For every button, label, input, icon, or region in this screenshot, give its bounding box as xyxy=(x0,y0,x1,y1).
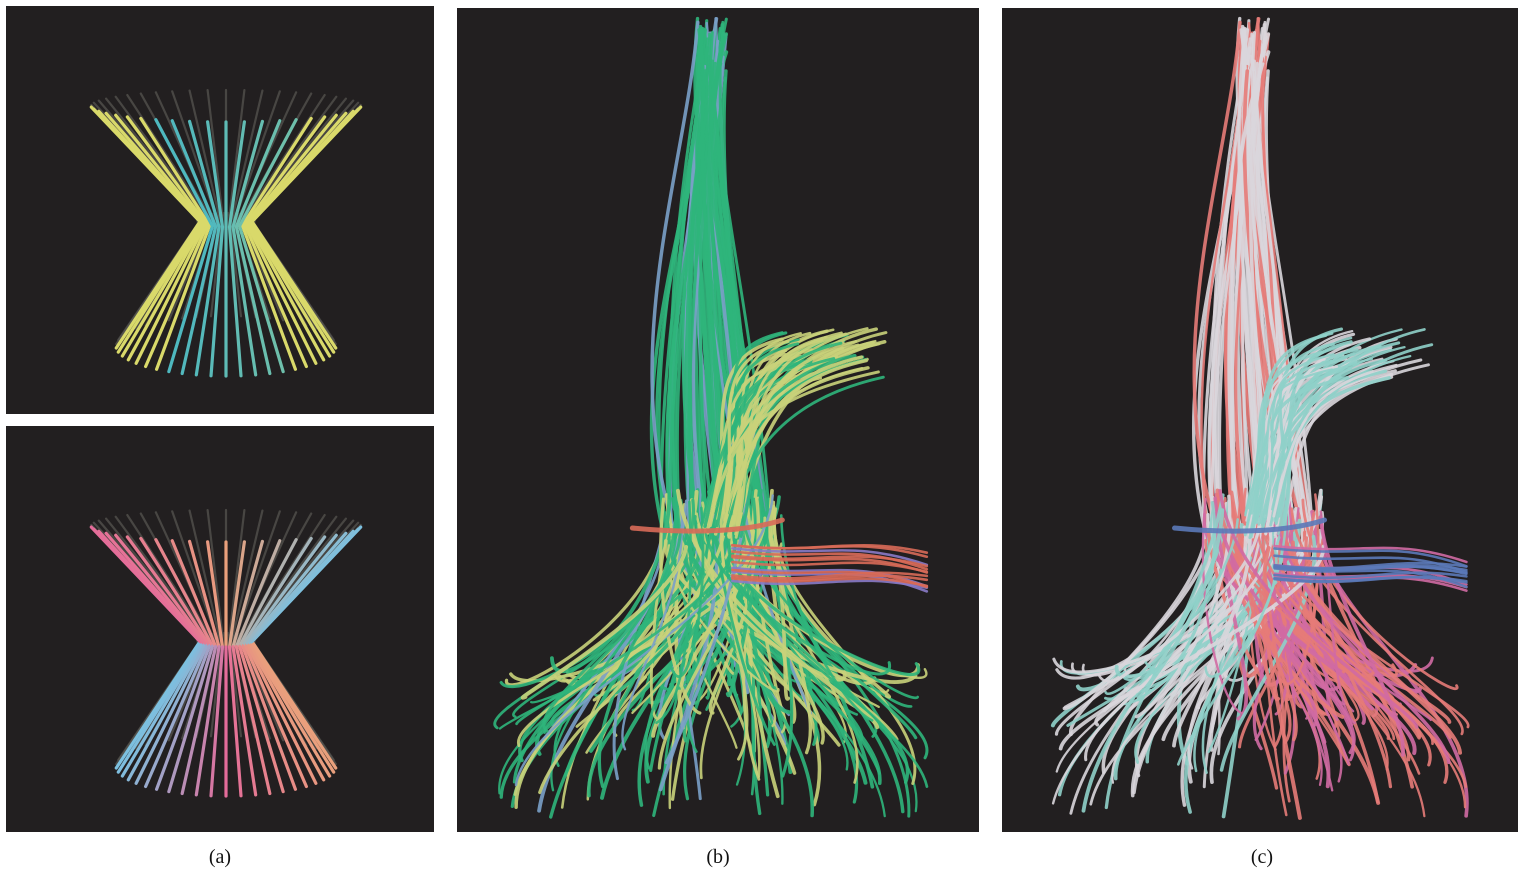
panel-b-tract-image xyxy=(457,8,979,832)
fiber-tract-graphic xyxy=(1050,16,1470,820)
panel-a-top-cone-image xyxy=(6,6,434,414)
caption-a: (a) xyxy=(208,846,232,868)
cone-streamlines-graphic xyxy=(89,88,363,378)
caption-c: (c) xyxy=(1250,846,1274,868)
caption-b: (b) xyxy=(706,846,730,868)
panel-a-bottom-cone-image xyxy=(6,426,434,832)
panel-c-tract-image xyxy=(1002,8,1518,832)
cone-streamlines-graphic xyxy=(89,508,363,798)
fiber-tract-graphic xyxy=(493,16,929,819)
